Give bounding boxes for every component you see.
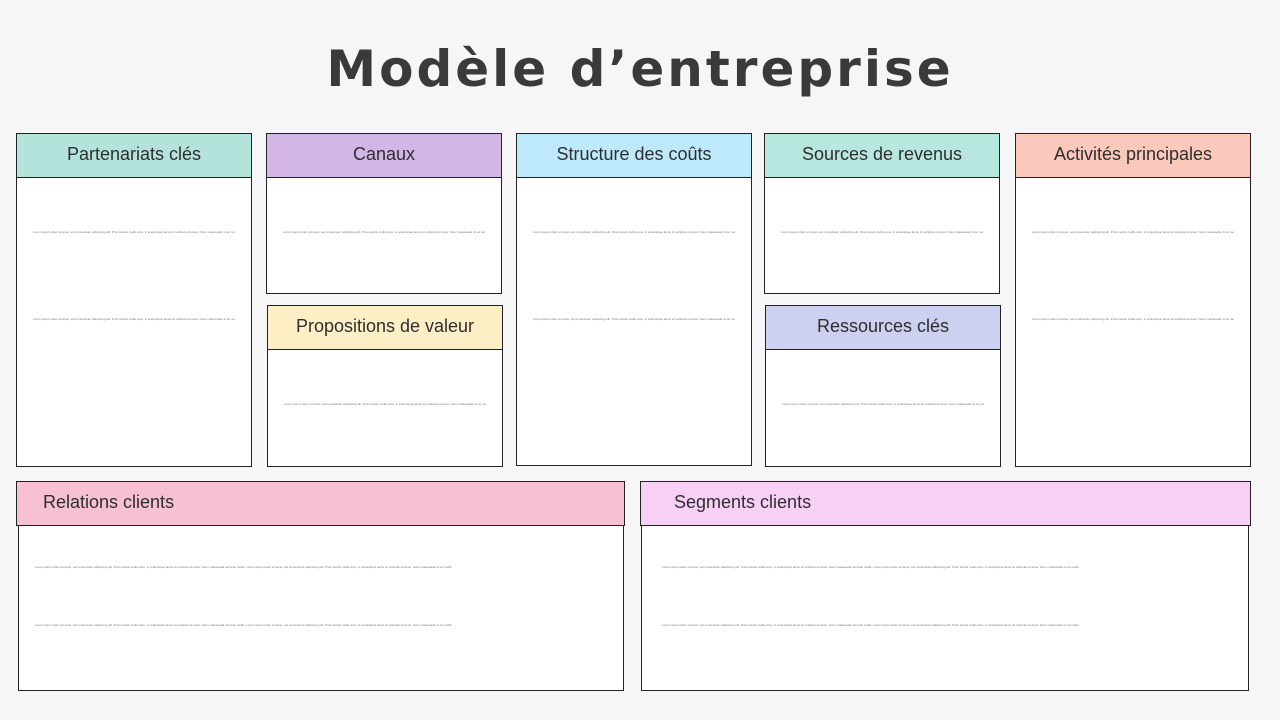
canaux-body[interactable]: Lorem ipsum dolor sit amet, est consecte… <box>266 178 502 294</box>
activites-principales-label: Activités principales <box>1053 144 1213 164</box>
ressources-cles-header: Ressources clés <box>765 305 1001 350</box>
text-line: Lorem ipsum dolor sit amet, est consecte… <box>35 623 452 627</box>
relations-clients-header: Relations clients <box>16 481 625 526</box>
segments-clients-label: Segments clients <box>674 492 812 512</box>
propositions-de-valeur-body[interactable]: Lorem ipsum dolor sit amet, est consecte… <box>267 350 503 467</box>
sources-de-revenus-label: Sources de revenus <box>801 144 963 164</box>
structure-des-couts-label: Structure des coûts <box>556 144 712 164</box>
text-line: Lorem ipsum dolor sit amet, est consecte… <box>33 230 235 234</box>
propositions-de-valeur-label: Propositions de valeur <box>295 316 475 336</box>
text-line: Lorem ipsum dolor sit amet, est consecte… <box>782 402 984 406</box>
text-line: Lorem ipsum dolor sit amet, est consecte… <box>781 230 983 234</box>
text-line: Lorem ipsum dolor sit amet, est consecte… <box>35 565 452 569</box>
activites-principales-header: Activités principales <box>1015 133 1251 178</box>
partenariats-cles-header: Partenariats clés <box>16 133 252 178</box>
segments-clients-header: Segments clients <box>640 481 1251 526</box>
text-line: Lorem ipsum dolor sit amet, est consecte… <box>33 317 235 321</box>
page-title: Modèle d’entreprise <box>326 40 954 98</box>
text-line: Lorem ipsum dolor sit amet, est consecte… <box>533 317 735 321</box>
relations-clients-body[interactable]: Lorem ipsum dolor sit amet, est consecte… <box>18 526 624 691</box>
ressources-cles-body[interactable]: Lorem ipsum dolor sit amet, est consecte… <box>765 350 1001 467</box>
partenariats-cles-label: Partenariats clés <box>66 144 202 164</box>
sources-de-revenus-body[interactable]: Lorem ipsum dolor sit amet, est consecte… <box>764 178 1000 294</box>
text-line: Lorem ipsum dolor sit amet, est consecte… <box>1032 317 1234 321</box>
structure-des-couts-header: Structure des coûts <box>516 133 752 178</box>
text-line: Lorem ipsum dolor sit amet, est consecte… <box>662 623 1079 627</box>
segments-clients-body[interactable]: Lorem ipsum dolor sit amet, est consecte… <box>641 526 1249 691</box>
canaux-label: Canaux <box>352 144 416 164</box>
text-line: Lorem ipsum dolor sit amet, est consecte… <box>1032 230 1234 234</box>
text-line: Lorem ipsum dolor sit amet, est consecte… <box>662 565 1079 569</box>
ressources-cles-label: Ressources clés <box>816 316 950 336</box>
text-line: Lorem ipsum dolor sit amet, est consecte… <box>533 230 735 234</box>
text-line: Lorem ipsum dolor sit amet, est consecte… <box>283 230 485 234</box>
activites-principales-body[interactable]: Lorem ipsum dolor sit amet, est consecte… <box>1015 178 1251 467</box>
structure-des-couts-body[interactable]: Lorem ipsum dolor sit amet, est consecte… <box>516 178 752 466</box>
text-line: Lorem ipsum dolor sit amet, est consecte… <box>284 402 486 406</box>
partenariats-cles-body[interactable]: Lorem ipsum dolor sit amet, est consecte… <box>16 178 252 467</box>
relations-clients-label: Relations clients <box>43 492 175 512</box>
canaux-header: Canaux <box>266 133 502 178</box>
sources-de-revenus-header: Sources de revenus <box>764 133 1000 178</box>
propositions-de-valeur-header: Propositions de valeur <box>267 305 503 350</box>
